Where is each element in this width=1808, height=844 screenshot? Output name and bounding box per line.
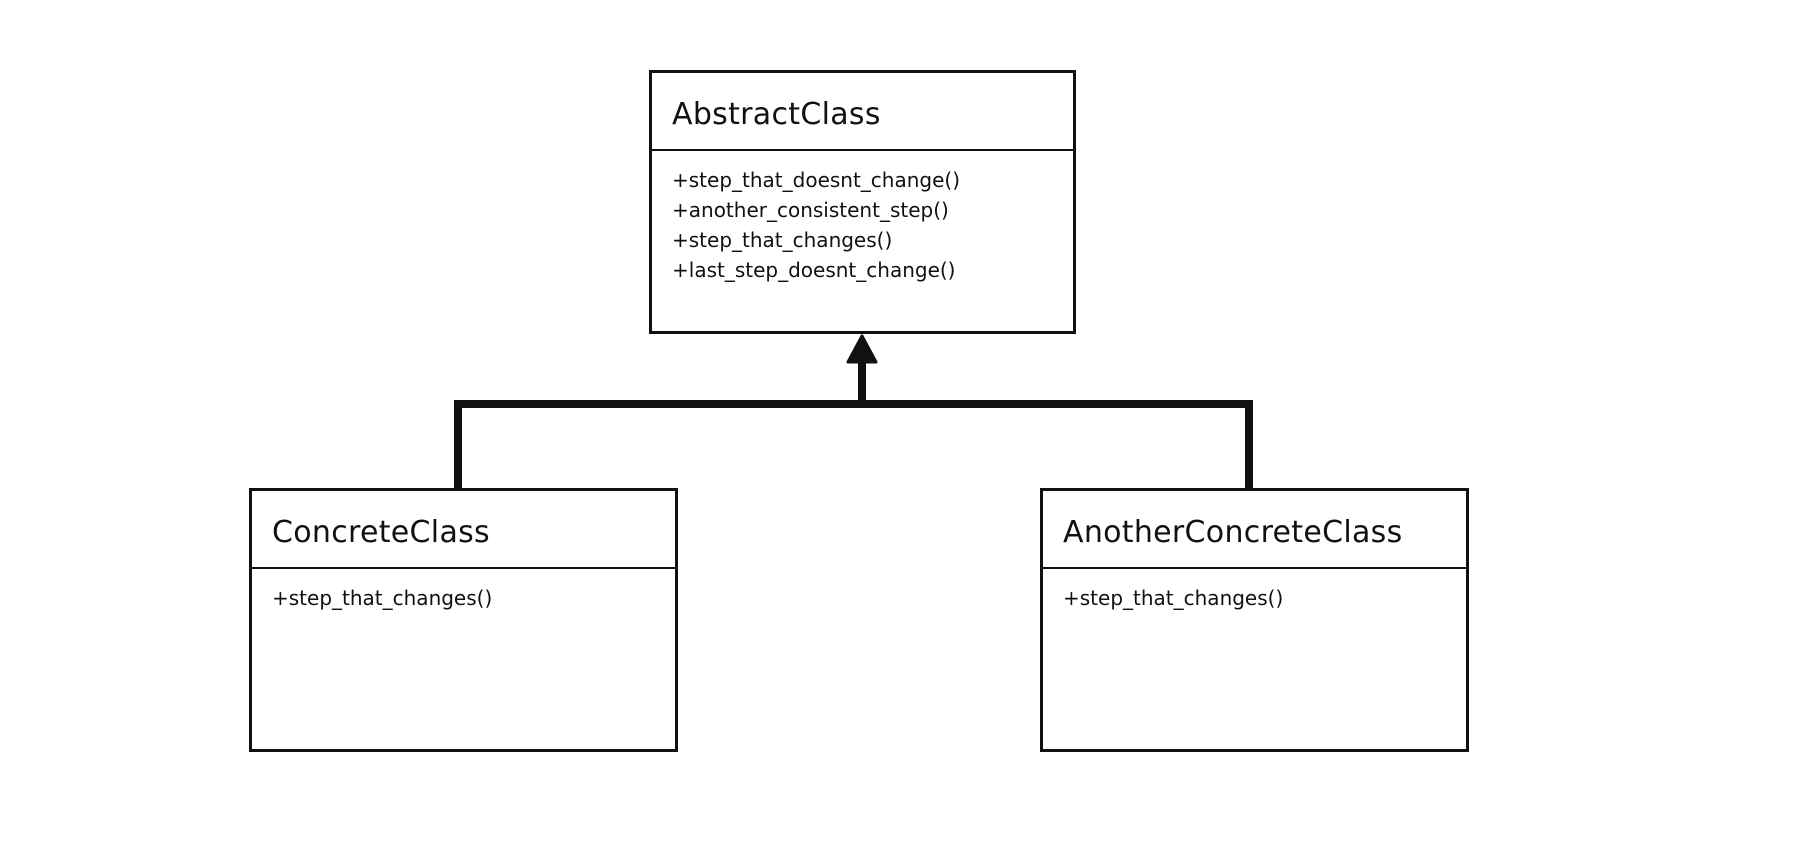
method-list: +step_that_changes() [1043, 569, 1466, 613]
class-box-another-concrete-class[interactable]: AnotherConcreteClass +step_that_changes(… [1040, 488, 1469, 752]
method-item: +last_step_doesnt_change() [672, 258, 956, 282]
method-item: +another_consistent_step() [672, 198, 949, 222]
inheritance-arrow-group [454, 354, 1253, 488]
class-box-abstract-class[interactable]: AbstractClass +step_that_doesnt_change()… [649, 70, 1076, 334]
method-item: +step_that_changes() [1063, 586, 1284, 610]
class-name: ConcreteClass [252, 491, 675, 569]
class-name: AnotherConcreteClass [1043, 491, 1466, 569]
method-item: +step_that_changes() [272, 586, 493, 610]
inheritance-arrowhead [846, 334, 878, 364]
method-item: +step_that_changes() [672, 228, 893, 252]
connector-line-another-concrete [858, 400, 1253, 488]
method-list: +step_that_changes() [252, 569, 675, 613]
class-name: AbstractClass [652, 73, 1073, 151]
method-list: +step_that_doesnt_change() +another_cons… [652, 151, 1073, 285]
connector-line-concrete [454, 354, 866, 488]
method-item: +step_that_doesnt_change() [672, 168, 961, 192]
class-box-concrete-class[interactable]: ConcreteClass +step_that_changes() [249, 488, 678, 752]
